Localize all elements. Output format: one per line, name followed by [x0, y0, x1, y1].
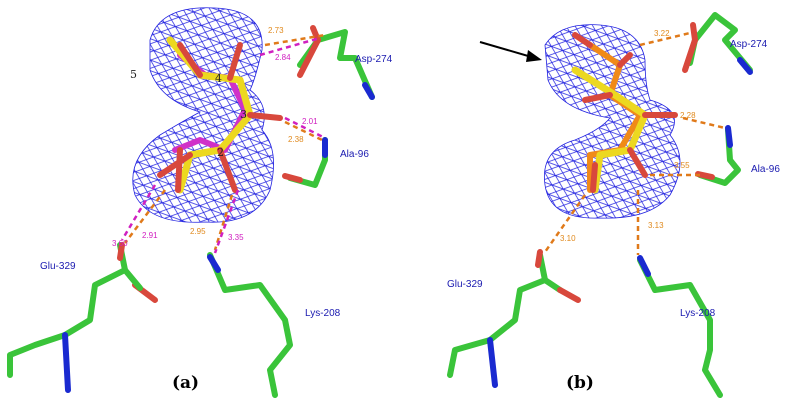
- distance-label: 2.73: [268, 26, 284, 35]
- residue-lys-208-sticks: [207, 252, 293, 398]
- distance-label: 3.35: [228, 233, 244, 242]
- residue-ala-96-sticks: [695, 125, 741, 186]
- panel-b: 3.22 2.28 3.55 3.10 3.13 Asp-274 Ala-96 …: [447, 12, 780, 398]
- hydrogen-bonds: [543, 31, 726, 255]
- distance-label: 2.28: [680, 111, 696, 120]
- distance-label: 2.01: [302, 117, 318, 126]
- distance-label: 2.91: [142, 231, 158, 240]
- distance-label: 3.22: [654, 29, 670, 38]
- ligand: [571, 32, 678, 194]
- residue-glu-329-sticks: [7, 242, 158, 393]
- atom-number: 4: [215, 72, 222, 85]
- residue-label-ala-96: Ala-96: [751, 164, 780, 175]
- residue-label-ala-96: Ala-96: [340, 149, 369, 160]
- atom-number: 5: [130, 68, 137, 81]
- residue-ala-96-sticks: [282, 137, 328, 188]
- residue-lys-208-sticks: [637, 255, 723, 398]
- distance-label: 3.60: [112, 239, 128, 248]
- residue-glu-329-sticks: [447, 249, 581, 388]
- residue-asp-274-sticks: [682, 12, 753, 75]
- distance-label: 2.84: [275, 53, 291, 62]
- residue-asp-274-sticks: [297, 25, 375, 100]
- distance-label: 3.55: [674, 161, 690, 170]
- distance-label: 2.38: [288, 135, 304, 144]
- residue-label-glu-329: Glu-329: [40, 261, 76, 272]
- hydrogen-bonds: [120, 33, 326, 254]
- residue-label-asp-274: Asp-274: [730, 39, 768, 50]
- residue-label-lys-208: Lys-208: [305, 308, 341, 319]
- panel-label-b: (b): [566, 373, 594, 393]
- residue-label-lys-208: Lys-208: [680, 308, 716, 319]
- distance-label: 3.10: [560, 234, 576, 243]
- distance-label: 2.95: [190, 227, 206, 236]
- electron-density-mesh: [543, 24, 681, 219]
- atom-number: 2: [217, 146, 224, 159]
- distance-label: 3.13: [648, 221, 664, 230]
- arrow-icon: [479, 41, 542, 62]
- ligand: [157, 36, 283, 194]
- atom-number: 3: [240, 108, 247, 121]
- panel-label-a: (a): [172, 373, 199, 393]
- panel-a: 5 4 3 2: [7, 7, 393, 398]
- residue-label-glu-329: Glu-329: [447, 279, 483, 290]
- residue-label-asp-274: Asp-274: [355, 54, 393, 65]
